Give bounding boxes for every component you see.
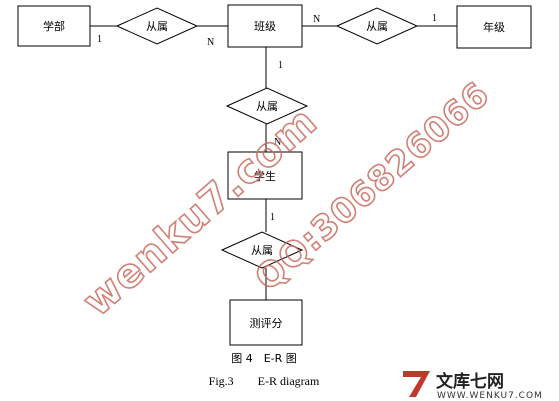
cardinality-class-right: N [313, 14, 320, 25]
entity-evaluation-label: 测评分 [250, 317, 283, 330]
entity-evaluation: 测评分 [229, 299, 303, 346]
relationship-dept-class: 从属 [115, 7, 199, 45]
entity-department: 学部 [17, 5, 91, 47]
entity-department-label: 学部 [43, 19, 65, 33]
cardinality-student-down: 1 [270, 212, 275, 223]
entity-student: 学生 [227, 151, 303, 200]
site-logo: 文库七网 WWW.WENKU7.COM [403, 371, 543, 401]
entity-student-label: 学生 [254, 169, 276, 183]
relationship-student-evaluation: 从属 [220, 231, 304, 269]
entity-class-label: 班级 [254, 20, 276, 33]
relationship-class-student: 从属 [225, 87, 309, 125]
caption-chinese: 图 4 E-R 图 [231, 352, 297, 365]
relationship-class-grade-label: 从属 [366, 20, 388, 33]
entity-grade: 年级 [456, 5, 532, 49]
cardinality-dept: 1 [97, 34, 102, 45]
watermark-site-text: wenku7.com [74, 98, 326, 325]
relationship-dept-class-label: 从属 [146, 20, 168, 33]
cardinality-grade: 1 [432, 13, 437, 24]
logo-text-cn: 文库七网 [436, 371, 504, 392]
watermark: wenku7.com QQ:306826066 [74, 73, 499, 326]
entity-class: 班级 [227, 4, 303, 48]
logo-text-en: WWW.WENKU7.COM [437, 391, 543, 401]
logo-seven-mark [403, 371, 430, 397]
caption-english: Fig.3 E-R diagram [209, 374, 320, 388]
cardinality-class-down: 1 [278, 60, 283, 71]
relationship-class-grade: 从属 [335, 7, 419, 45]
relationship-class-student-label: 从属 [256, 100, 278, 113]
entity-grade-label: 年级 [483, 20, 505, 34]
relationship-student-evaluation-label: 从属 [251, 244, 273, 257]
cardinality-student-up: N [274, 137, 281, 148]
cardinality-class-left: N [207, 37, 214, 48]
